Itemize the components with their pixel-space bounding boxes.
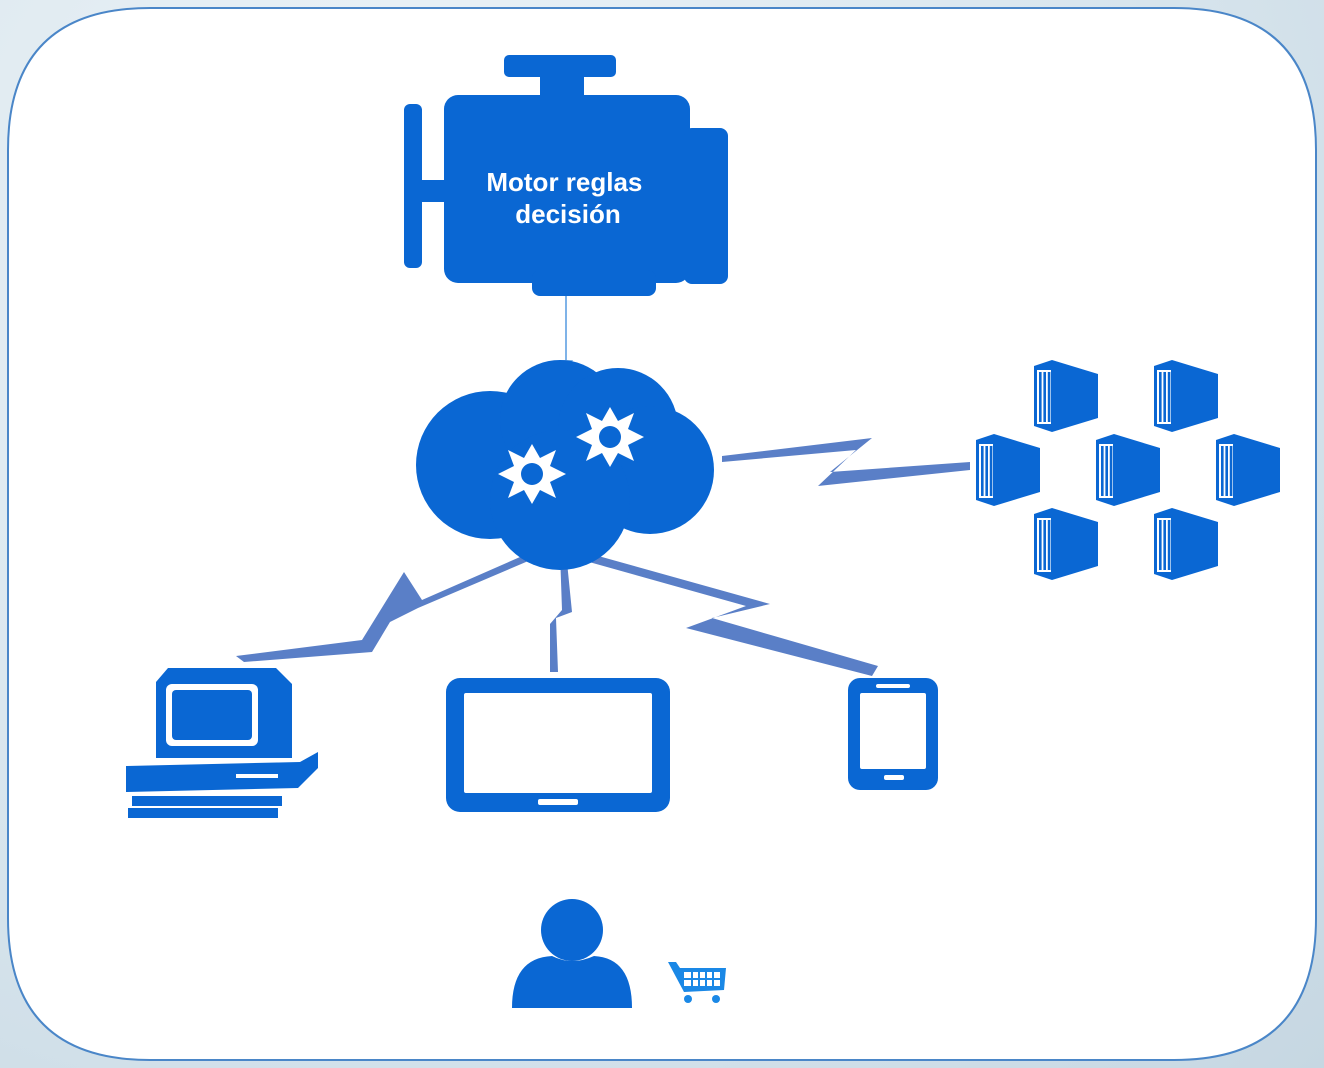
link-cloud-to-desktop [236, 550, 540, 662]
cloud-gears-icon [416, 360, 714, 570]
engine-label-line1: Motor reglas [486, 167, 642, 197]
tablet-icon [446, 678, 670, 812]
shopping-cart-icon [668, 962, 726, 1003]
user-icon [512, 899, 632, 1008]
diagram-panel [7, 7, 1317, 1061]
engine-label-line2: decisión [515, 199, 620, 229]
smartphone-icon [848, 678, 938, 790]
desktop-computer-icon [126, 668, 318, 818]
network-links [236, 438, 970, 676]
engine-icon: Motor reglas decisión [404, 55, 728, 296]
link-cloud-to-smartphone [582, 552, 878, 676]
engine-label: Motor reglas decisión [486, 167, 649, 229]
link-cloud-to-containers [722, 438, 970, 486]
link-cloud-to-tablet [550, 552, 572, 672]
